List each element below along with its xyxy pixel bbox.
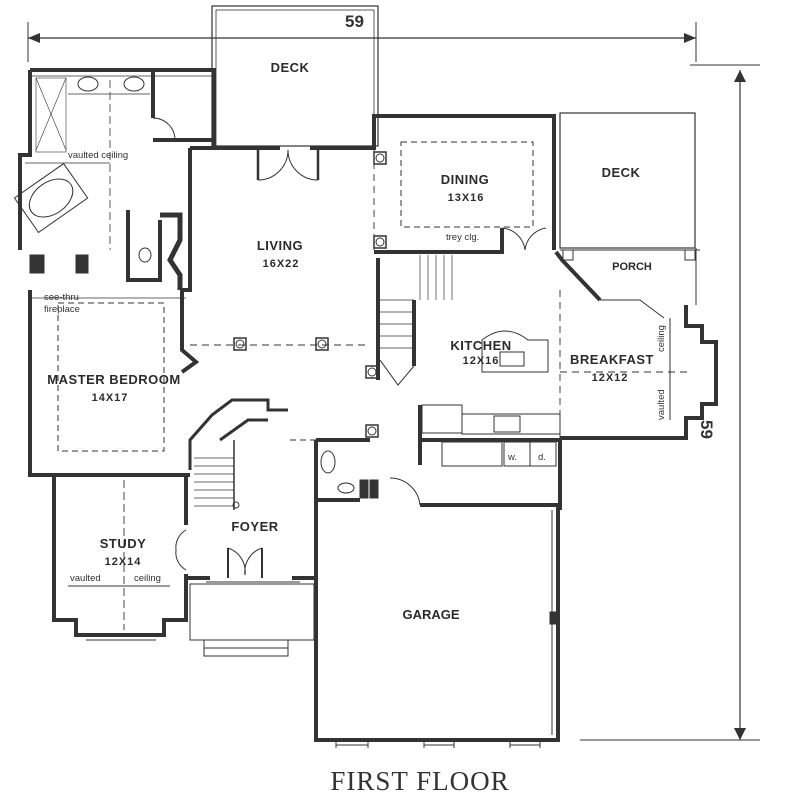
deck-top-label: DECK (270, 60, 310, 75)
fireplace-note-1: see-thru (44, 292, 79, 303)
breakfast-ceiling-note: ceiling (656, 325, 667, 352)
master-bath-ceiling-note: vaulted ceiling (68, 150, 129, 161)
study-size: 12X14 (104, 556, 142, 568)
depth-dimension: 59 (697, 420, 716, 439)
floor-title: FIRST FLOOR (330, 766, 510, 796)
foyer-label: FOYER (231, 519, 279, 534)
dining-size: 13X16 (447, 192, 485, 204)
kitchen-label: KITCHEN (450, 338, 512, 353)
study-vaulted-note: vaulted (70, 573, 101, 584)
master-bedroom-label: MASTER BEDROOM (47, 372, 181, 387)
dryer-label: d. (538, 452, 546, 463)
deck-right-label: DECK (601, 165, 641, 180)
master-bedroom-size: 14X17 (91, 392, 129, 404)
breakfast-label: BREAKFAST (570, 352, 654, 367)
dining-label: DINING (440, 172, 490, 187)
breakfast-size: 12X12 (591, 372, 629, 384)
washer-label: w. (508, 452, 517, 463)
study-ceiling-note: ceiling (134, 573, 161, 584)
fireplace-note-2: fireplace (44, 304, 80, 315)
living-size: 16X22 (262, 258, 300, 270)
width-dimension: 59 (345, 12, 364, 31)
breakfast-vaulted-note: vaulted (656, 389, 667, 420)
kitchen-size: 12X16 (462, 355, 500, 367)
living-label: LIVING (256, 238, 304, 253)
dining-ceiling-note: trey clg. (446, 232, 480, 243)
study-label: STUDY (99, 536, 147, 551)
porch-label: PORCH (612, 261, 652, 273)
garage-label: GARAGE (402, 607, 460, 622)
